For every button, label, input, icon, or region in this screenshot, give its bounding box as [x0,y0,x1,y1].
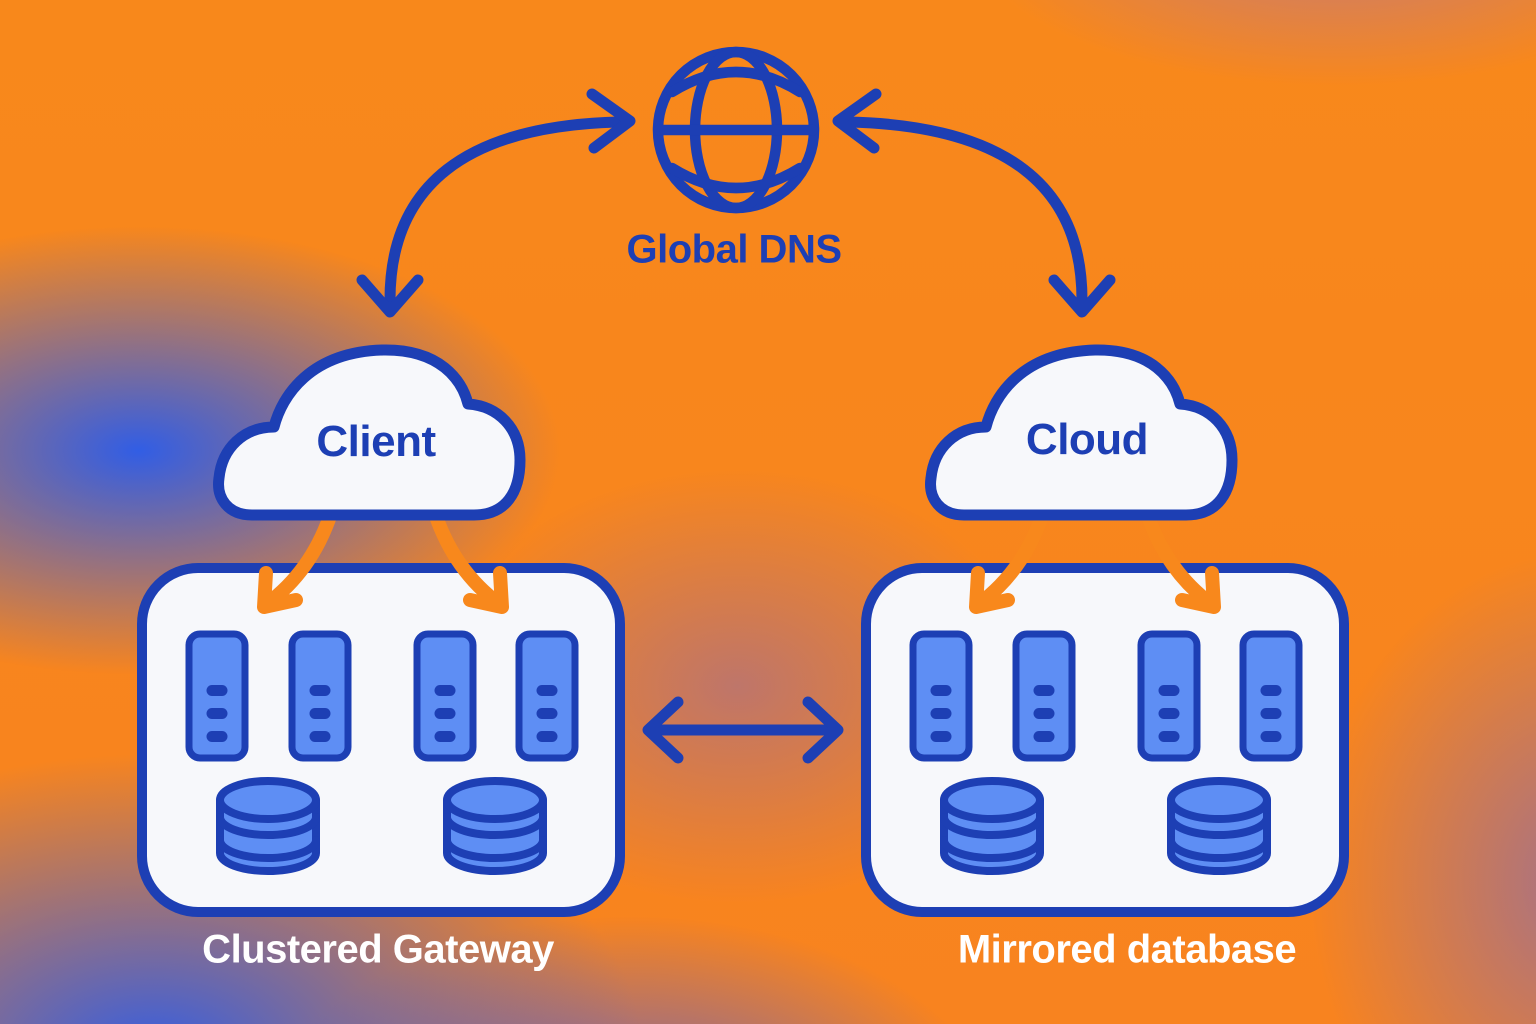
database-cylinder-icon [1167,777,1271,875]
orange-arrowhead-icon [1175,566,1221,614]
clustered-gateway-label: Clustered Gateway [202,927,554,972]
server-rack-icon [1239,630,1303,762]
clustered-gateway-contents [185,630,579,875]
globe-icon [652,46,820,214]
server-rack-icon [909,630,973,762]
orange-arrowhead-icon [463,566,509,614]
server-rack-icon [288,630,352,762]
arrowhead-right-icon [586,88,636,154]
dns-cloud-arrow [832,88,1116,318]
cloud-cloud-icon [925,344,1238,521]
mirrored-database-label: Mirrored database [957,927,1297,972]
database-cylinder-icon [216,777,320,875]
database-cylinder-icon [443,777,547,875]
client-cloud-label: Client [316,417,436,466]
arrowhead-down-icon [356,274,424,318]
arrowhead-right-icon [802,696,844,764]
mirrored-database-contents [909,630,1303,875]
orange-arrowhead-icon [257,566,303,614]
server-rack-icon [1137,630,1201,762]
arrow-stem [844,116,1088,306]
client-cloud-icon [213,344,526,521]
server-rack-icon [413,630,477,762]
orange-arrowhead-icon [969,566,1015,614]
database-cylinder-icon [940,777,1044,875]
server-rack-icon [185,630,249,762]
arrow-stem [384,116,624,306]
arrowhead-down-icon [1048,274,1116,318]
arrowhead-left-icon [642,696,684,764]
cloud-cloud-label: Cloud [1025,415,1149,464]
global-dns-label: Global DNS [626,227,842,272]
dns-client-arrow [356,88,636,318]
server-rack-icon [1012,630,1076,762]
server-rack-icon [515,630,579,762]
arrowhead-left-icon [832,88,882,154]
gateway-database-sync-arrow [642,696,844,764]
